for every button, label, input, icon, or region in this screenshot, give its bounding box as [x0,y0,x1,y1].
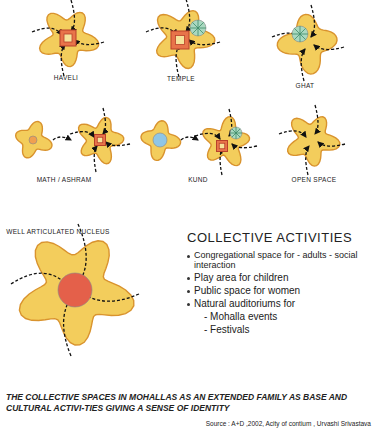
space-blob [16,122,52,158]
tree-stroke [300,34,308,35]
court-square [171,31,189,49]
movement-path [74,40,104,45]
space-blob [79,117,124,163]
movement-path [195,133,220,139]
space-label: KUND [188,176,208,183]
tree-stroke [300,34,301,42]
tree-stroke [300,34,306,40]
tree-stroke [198,28,206,29]
movement-path [189,40,220,45]
space-label: GHAT [296,82,315,89]
movement-path [314,45,344,50]
movement-path [181,137,198,140]
movement-path [232,144,257,148]
tree-stroke [292,34,300,35]
movement-path [71,0,75,32]
space-blob [203,117,250,166]
movement-path [220,148,223,175]
tree-stroke [300,28,306,34]
space-label: MATH / ASHRAM [37,176,92,183]
bullet [187,277,190,280]
bullet [187,303,190,306]
tree-stroke [192,28,198,34]
court-inner [176,36,185,45]
tree-stroke [294,34,300,40]
space-blob [141,121,181,161]
court-inner [219,143,225,149]
list-item: Natural auditoriums for [194,298,295,309]
movement-path [32,28,62,35]
source-note: Source : A+D ,2002, Acity of contium , U… [206,420,371,427]
movement-path [70,132,94,137]
movement-path [61,44,65,76]
space-label: HAVELI [54,74,78,81]
tree-symbol [190,20,206,36]
movement-path [306,146,309,175]
tree-stroke [198,28,204,34]
movement-path [53,137,71,140]
movement-path [301,49,305,81]
tree-stroke [190,28,198,29]
court-square [95,135,106,146]
kund-symbol [153,133,167,147]
space-blob [277,14,337,74]
tree-stroke [294,28,300,34]
court-inner [64,34,72,42]
tree-stroke [198,28,199,36]
center-mark [29,136,37,144]
space-blob [40,12,99,66]
nucleus-core [58,273,92,307]
court-square [217,141,228,152]
movement-path [311,5,315,37]
nucleus-blob [19,241,133,345]
tree-symbol [230,127,242,139]
bullet [187,255,190,258]
court-square [60,30,76,46]
tree-stroke [198,22,204,28]
movement-path [186,0,190,32]
list-item: - Festivals [204,324,250,335]
movement-path [279,131,306,137]
court-inner [97,137,103,143]
space-blob [288,117,340,166]
list-item: Play area for children [194,272,289,283]
list-heading: COLLECTIVE ACTIVITIES [187,230,352,245]
tree-symbol [292,26,308,42]
list-item: Congregational space for - adults - soci… [194,250,371,270]
tree-stroke [232,129,236,133]
tree-stroke [232,133,236,137]
tree-stroke [236,133,240,137]
movement-path [103,108,106,134]
tree-stroke [198,20,199,28]
space-label: WELL ARTICULATED NUCLEUS [6,228,110,235]
list-item: Public space for women [194,285,300,296]
tree-stroke [236,129,240,133]
caption: THE COLLECTIVE SPACES IN MOHALLAS AS AN … [6,392,368,413]
movement-path [94,146,97,172]
bullet [187,290,190,293]
space-label: OPEN SPACE [292,176,337,183]
movement-path [315,105,318,134]
tree-stroke [192,22,198,28]
space-label: TEMPLE [167,75,195,82]
movement-path [318,142,345,146]
list-item: - Mohalla events [204,311,277,322]
space-blob [157,11,215,69]
movement-path [106,142,130,146]
tree-stroke [300,26,301,34]
